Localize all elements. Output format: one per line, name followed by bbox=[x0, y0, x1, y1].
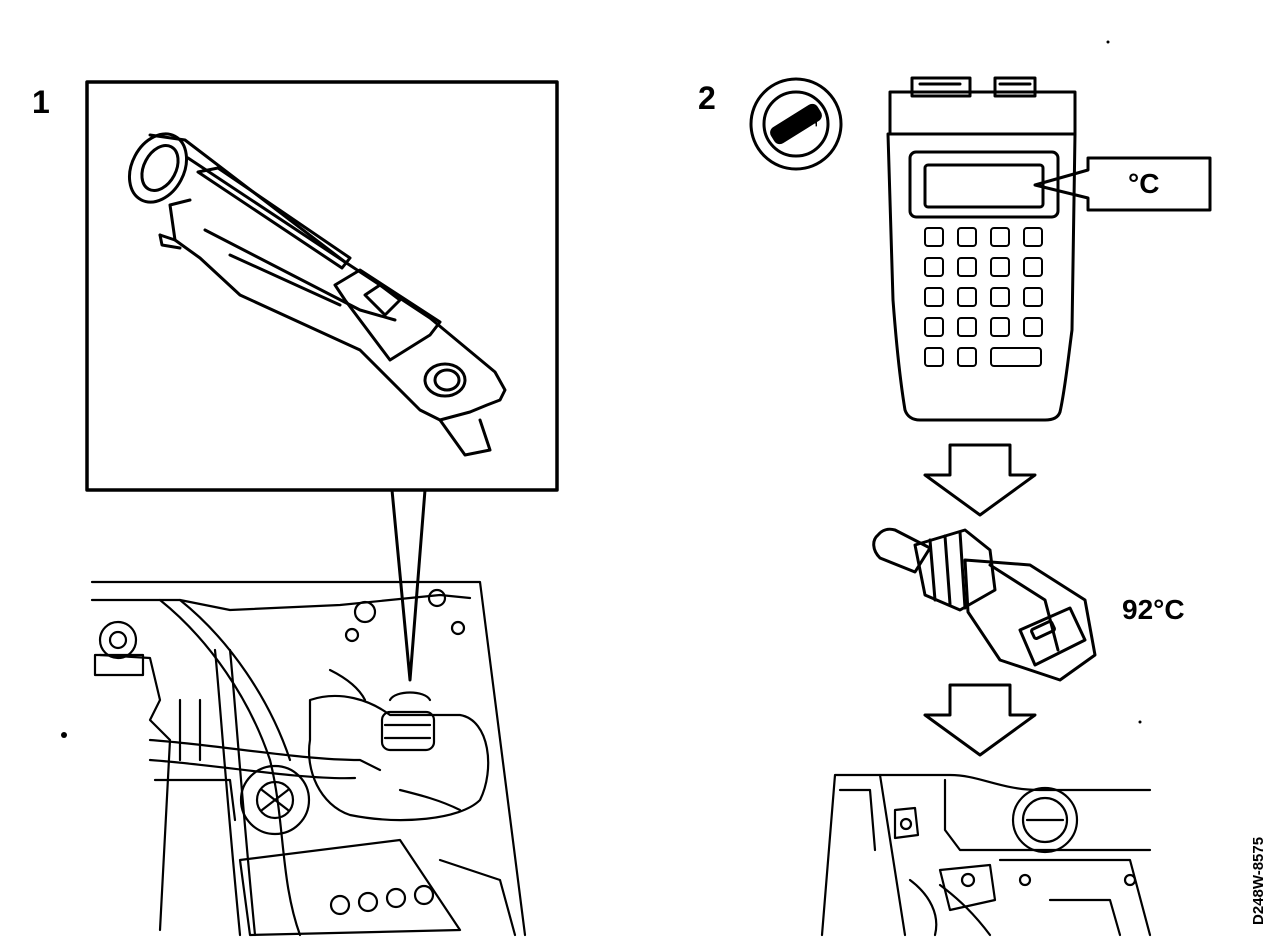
figure-code-label: D248W-8575 bbox=[1250, 836, 1267, 925]
temperature-sensor-icon bbox=[872, 527, 1097, 682]
display-callout-box bbox=[1033, 156, 1212, 212]
engine-bay-left bbox=[90, 580, 527, 937]
ignition-key-icon bbox=[749, 77, 843, 171]
inset-frame bbox=[85, 80, 559, 682]
engine-bay-right bbox=[820, 773, 1152, 937]
expansion-tank-cap-part bbox=[127, 132, 507, 457]
display-unit-label: °C bbox=[1128, 168, 1160, 199]
flow-arrow-down bbox=[923, 443, 1037, 517]
step-2-label: 2 bbox=[698, 80, 716, 116]
step-1-label: 1 bbox=[32, 84, 50, 120]
sensor-reading-label: 92°C bbox=[1122, 594, 1185, 625]
ignition-position-label: ST bbox=[805, 110, 820, 127]
scan-specks bbox=[61, 40, 1142, 738]
flow-arrow-down bbox=[923, 683, 1037, 757]
diagnostic-tester-icon bbox=[886, 76, 1077, 422]
